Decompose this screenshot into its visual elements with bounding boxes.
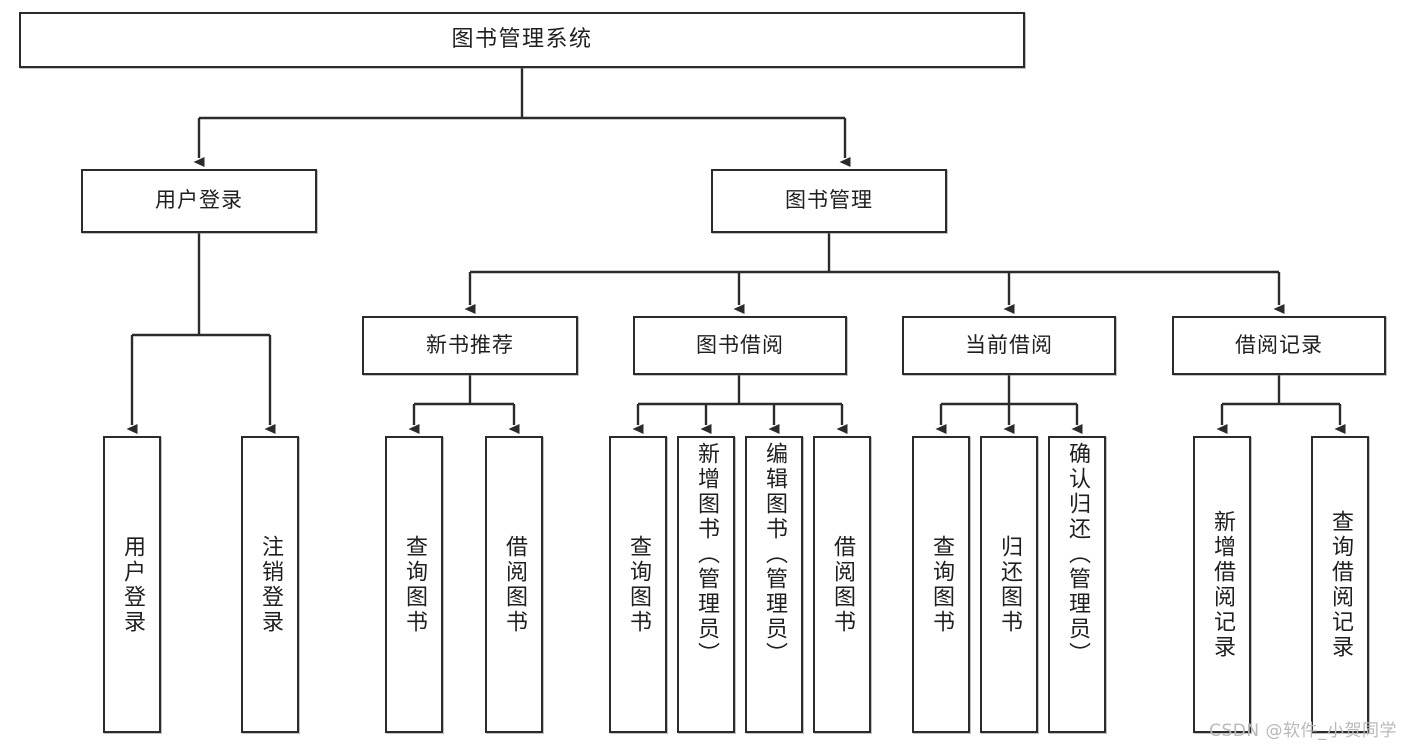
node-leaf-borrow-book-rec[interactable]: 借阅图书 xyxy=(485,436,543,733)
node-leaf-query-book-rec-label: 查询图书 xyxy=(402,534,427,635)
node-leaf-logout-label: 注销登录 xyxy=(258,534,283,635)
node-leaf-user-login[interactable]: 用户登录 xyxy=(103,436,161,733)
node-current-borrow-label: 当前借阅 xyxy=(965,332,1053,357)
node-leaf-borrow-book[interactable]: 借阅图书 xyxy=(813,436,871,733)
node-leaf-query-book-current-label: 查询图书 xyxy=(929,534,954,635)
node-leaf-query-borrow-record[interactable]: 查询借阅记录 xyxy=(1311,436,1369,733)
node-book-borrow-label: 图书借阅 xyxy=(696,332,784,357)
node-new-book-rec[interactable]: 新书推荐 xyxy=(362,316,578,375)
node-leaf-edit-book-admin[interactable]: 编辑图书（管理员） xyxy=(745,436,803,733)
node-leaf-edit-book-admin-label: 编辑图书（管理员） xyxy=(762,442,787,667)
node-borrow-record-label: 借阅记录 xyxy=(1235,332,1323,357)
node-leaf-borrow-book-rec-label: 借阅图书 xyxy=(502,534,527,635)
node-book-manage-label: 图书管理 xyxy=(785,188,873,213)
node-user-login[interactable]: 用户登录 xyxy=(81,169,317,233)
node-leaf-add-book-admin-label: 新增图书（管理员） xyxy=(694,442,719,667)
node-leaf-add-borrow-record[interactable]: 新增借阅记录 xyxy=(1193,436,1251,733)
node-new-book-rec-label: 新书推荐 xyxy=(426,332,514,357)
node-root-label: 图书管理系统 xyxy=(451,26,593,52)
node-leaf-query-book-borrow-label: 查询图书 xyxy=(626,534,651,635)
node-leaf-add-book-admin[interactable]: 新增图书（管理员） xyxy=(677,436,735,733)
node-leaf-query-book-borrow[interactable]: 查询图书 xyxy=(609,436,667,733)
node-book-borrow[interactable]: 图书借阅 xyxy=(633,316,847,375)
node-leaf-borrow-book-label: 借阅图书 xyxy=(830,534,855,635)
node-leaf-return-book-label: 归还图书 xyxy=(997,534,1022,635)
node-root[interactable]: 图书管理系统 xyxy=(19,12,1025,68)
node-leaf-logout[interactable]: 注销登录 xyxy=(241,436,299,733)
node-current-borrow[interactable]: 当前借阅 xyxy=(902,316,1116,375)
node-borrow-record[interactable]: 借阅记录 xyxy=(1172,316,1386,375)
watermark-text: CSDN @软件_小贺同学 xyxy=(1209,721,1397,741)
node-leaf-add-borrow-record-label: 新增借阅记录 xyxy=(1210,509,1235,660)
node-leaf-query-book-current[interactable]: 查询图书 xyxy=(912,436,970,733)
node-leaf-confirm-return-admin[interactable]: 确认归还（管理员） xyxy=(1048,436,1106,733)
node-user-login-label: 用户登录 xyxy=(155,188,243,213)
node-leaf-query-borrow-record-label: 查询借阅记录 xyxy=(1328,509,1353,660)
node-leaf-confirm-return-admin-label: 确认归还（管理员） xyxy=(1065,442,1090,667)
node-leaf-return-book[interactable]: 归还图书 xyxy=(980,436,1038,733)
node-book-manage[interactable]: 图书管理 xyxy=(711,169,947,233)
node-leaf-query-book-rec[interactable]: 查询图书 xyxy=(385,436,443,733)
node-leaf-user-login-label: 用户登录 xyxy=(120,534,145,635)
